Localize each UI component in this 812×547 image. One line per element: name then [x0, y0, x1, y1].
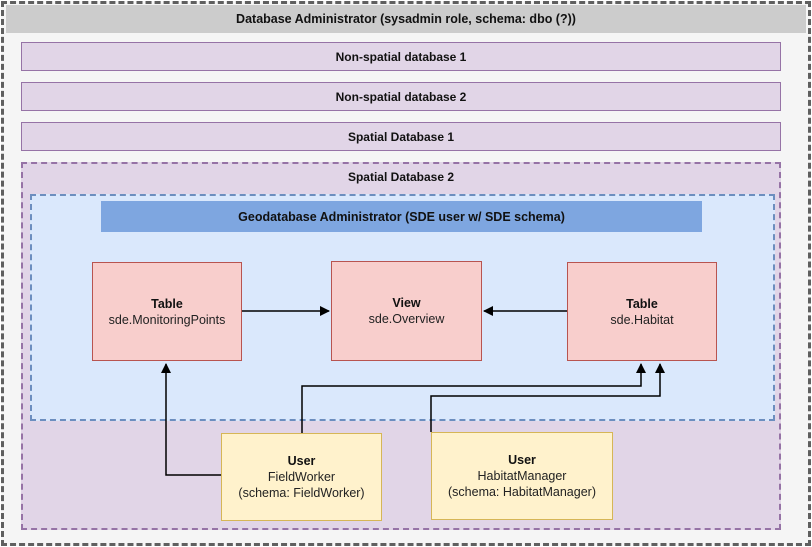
user-node-field-worker: User FieldWorker (schema: FieldWorker) [221, 433, 382, 521]
spatial-database-1-bar: Spatial Database 1 [21, 122, 781, 151]
node-kind: Table [151, 296, 183, 311]
node-name: FieldWorker [267, 470, 336, 484]
node-schema-note: (schema: HabitatManager) [448, 485, 596, 499]
table-node-monitoring-points: Table sde.MonitoringPoints [92, 262, 242, 361]
node-name: sde.MonitoringPoints [108, 312, 226, 327]
node-name: sde.Habitat [610, 312, 674, 327]
node-name: HabitatManager [477, 469, 567, 483]
spatial-database-2-label: Spatial Database 2 [347, 170, 455, 184]
user-node-habitat-manager: User HabitatManager (schema: HabitatMana… [431, 432, 613, 520]
geodatabase-admin-titlebar: Geodatabase Administrator (SDE user w/ S… [101, 201, 702, 232]
node-kind: User [287, 454, 316, 468]
non-spatial-database-2-label: Non-spatial database 2 [335, 89, 467, 104]
node-kind: Table [626, 296, 658, 311]
node-kind: View [392, 296, 421, 310]
view-node-overview: View sde.Overview [331, 261, 482, 361]
database-administrator-titlebar: Database Administrator (sysadmin role, s… [6, 5, 806, 33]
node-name: sde.Overview [368, 312, 445, 326]
geodatabase-admin-title: Geodatabase Administrator (SDE user w/ S… [238, 209, 565, 224]
node-kind: User [508, 453, 536, 467]
non-spatial-database-1-bar: Non-spatial database 1 [21, 42, 781, 71]
node-schema-note: (schema: FieldWorker) [238, 486, 365, 500]
table-node-habitat: Table sde.Habitat [567, 262, 717, 361]
non-spatial-database-2-bar: Non-spatial database 2 [21, 82, 781, 111]
spatial-database-1-label: Spatial Database 1 [347, 129, 455, 144]
non-spatial-database-1-label: Non-spatial database 1 [335, 49, 467, 64]
database-administrator-title: Database Administrator (sysadmin role, s… [236, 12, 576, 26]
